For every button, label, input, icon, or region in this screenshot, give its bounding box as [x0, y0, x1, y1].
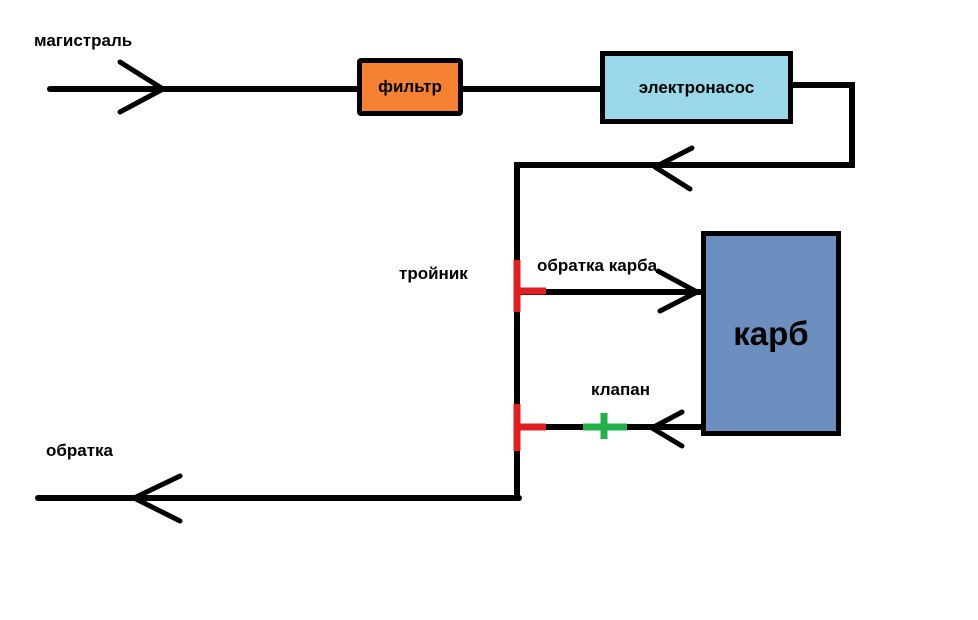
valve-label: клапан: [591, 380, 650, 399]
filter-box: фильтр: [357, 58, 463, 116]
carb-feed-arrow-icon: [655, 268, 700, 314]
pump-box: электронасос: [600, 51, 793, 124]
valve-icon: [583, 413, 627, 439]
pump-outlet-arrow-icon: [652, 145, 695, 192]
filter-label: фильтр: [378, 77, 442, 96]
tee-lower-icon: [513, 404, 546, 451]
carb-return-arrow-icon: [649, 409, 685, 449]
tee-upper-icon: [513, 260, 546, 312]
main-line-label: магистраль: [34, 31, 133, 50]
carb-box: карб: [701, 231, 841, 436]
pump-label: электронасос: [638, 77, 755, 97]
return-label: обратка: [46, 441, 114, 460]
carb-return-label: обратка карба: [537, 256, 658, 275]
carb-label: карб: [733, 314, 809, 352]
supply-arrow-icon: [117, 59, 166, 115]
tee-label: тройник: [399, 264, 468, 283]
return-arrow-icon: [131, 473, 183, 524]
